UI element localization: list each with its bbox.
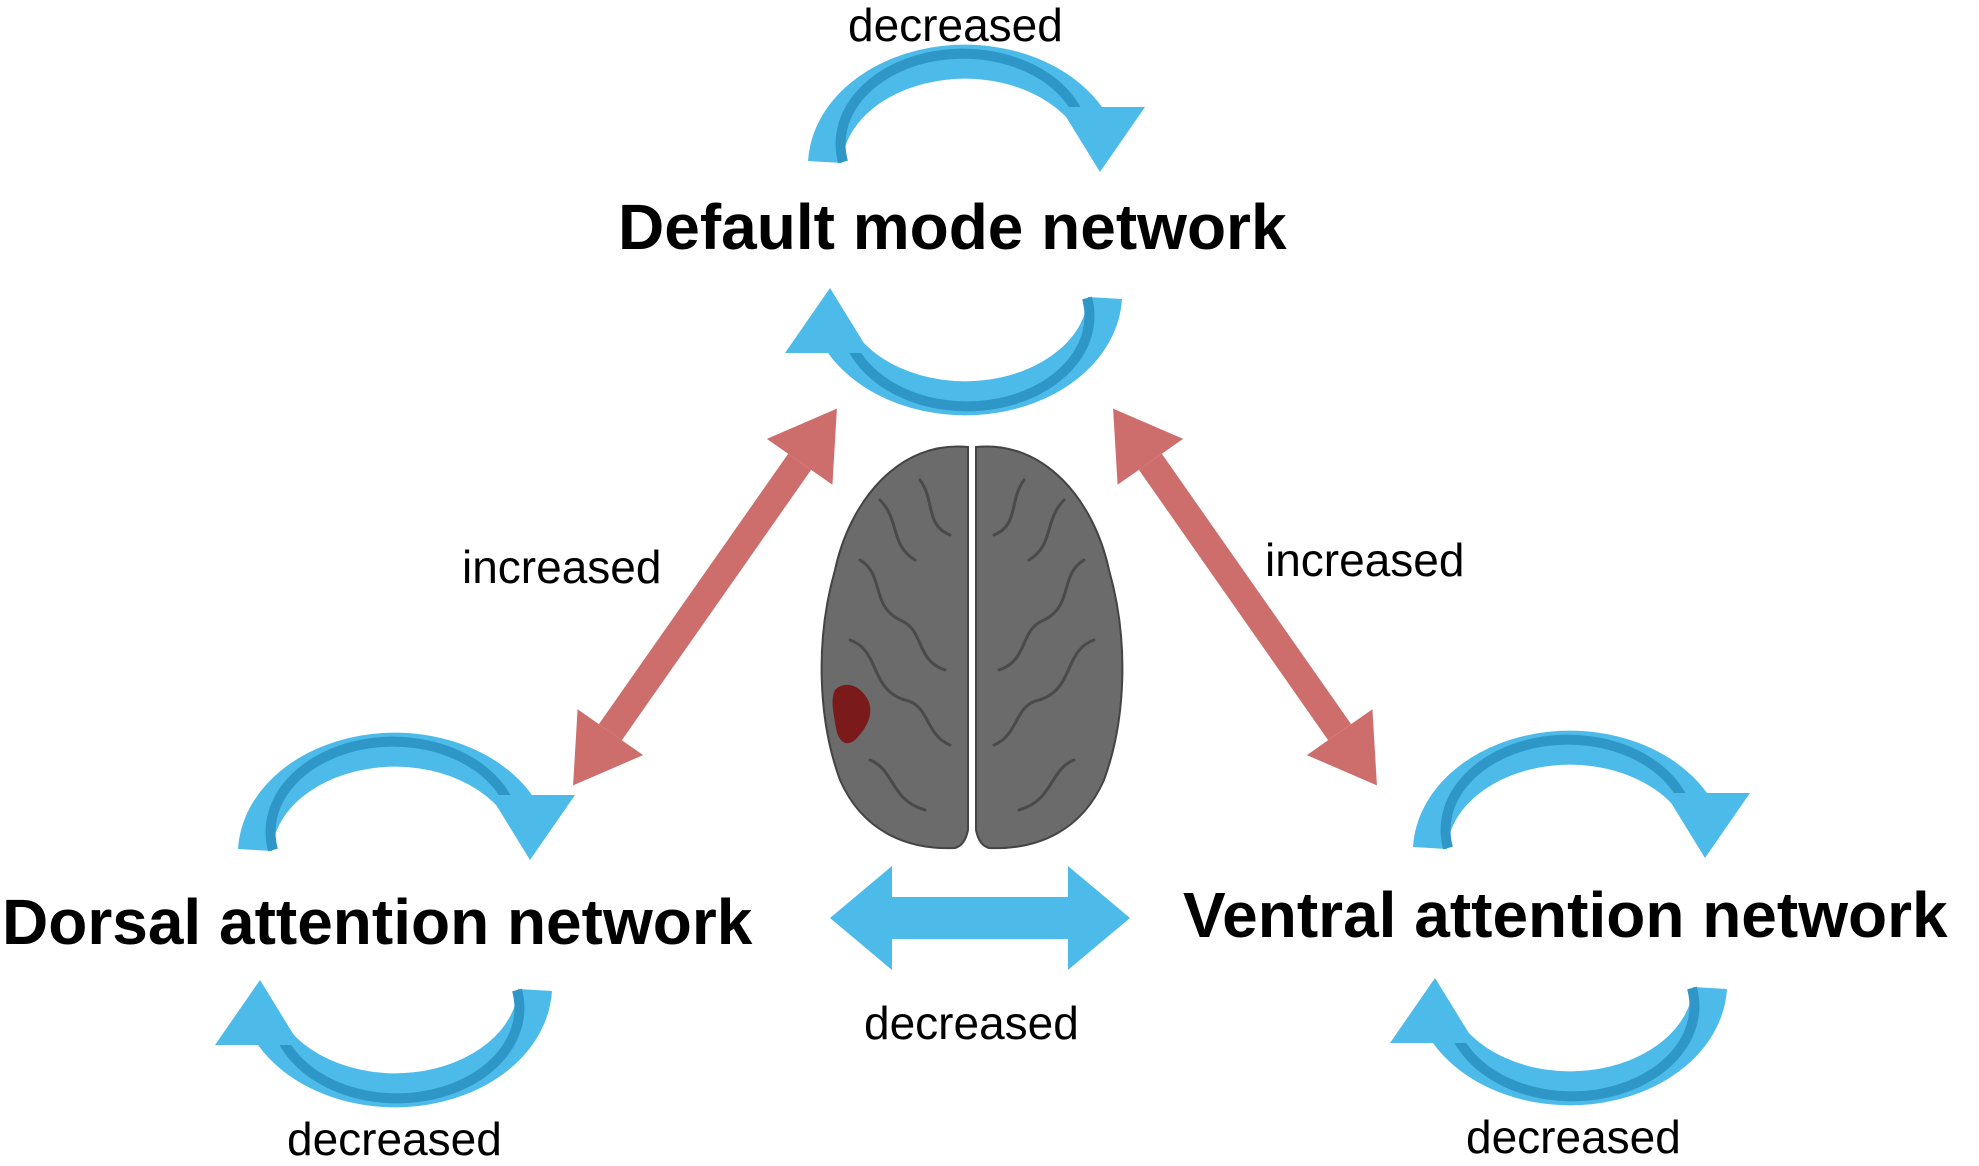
brain-region-highlight — [832, 684, 871, 744]
dan-van-double-arrow-icon — [830, 866, 1130, 970]
brain-icon — [820, 445, 1124, 850]
van-loop-top-arrow-icon — [1430, 740, 1750, 858]
dan-loop-bottom-arrow-icon — [215, 980, 535, 1098]
van-loop-bottom-arrow-icon — [1390, 978, 1710, 1096]
dmn-self-label: decreased — [848, 0, 1063, 51]
van-self-label: decreased — [1466, 1111, 1681, 1163]
dan-title: Dorsal attention network — [2, 886, 753, 958]
dmn-dan-double-arrow-icon — [573, 408, 837, 786]
dan-self-label: decreased — [287, 1113, 502, 1165]
dmn-loop-top-arrow-icon — [825, 54, 1145, 172]
dmn-dan-label: increased — [462, 541, 662, 593]
dan-loop-top-arrow-icon — [255, 742, 575, 860]
van-title: Ventral attention network — [1183, 879, 1948, 951]
dmn-title: Default mode network — [618, 191, 1287, 263]
dmn-van-label: increased — [1265, 534, 1465, 586]
dmn-van-double-arrow-icon — [1113, 408, 1377, 786]
dan-van-label: decreased — [864, 997, 1079, 1049]
dmn-loop-bottom-arrow-icon — [785, 288, 1105, 406]
